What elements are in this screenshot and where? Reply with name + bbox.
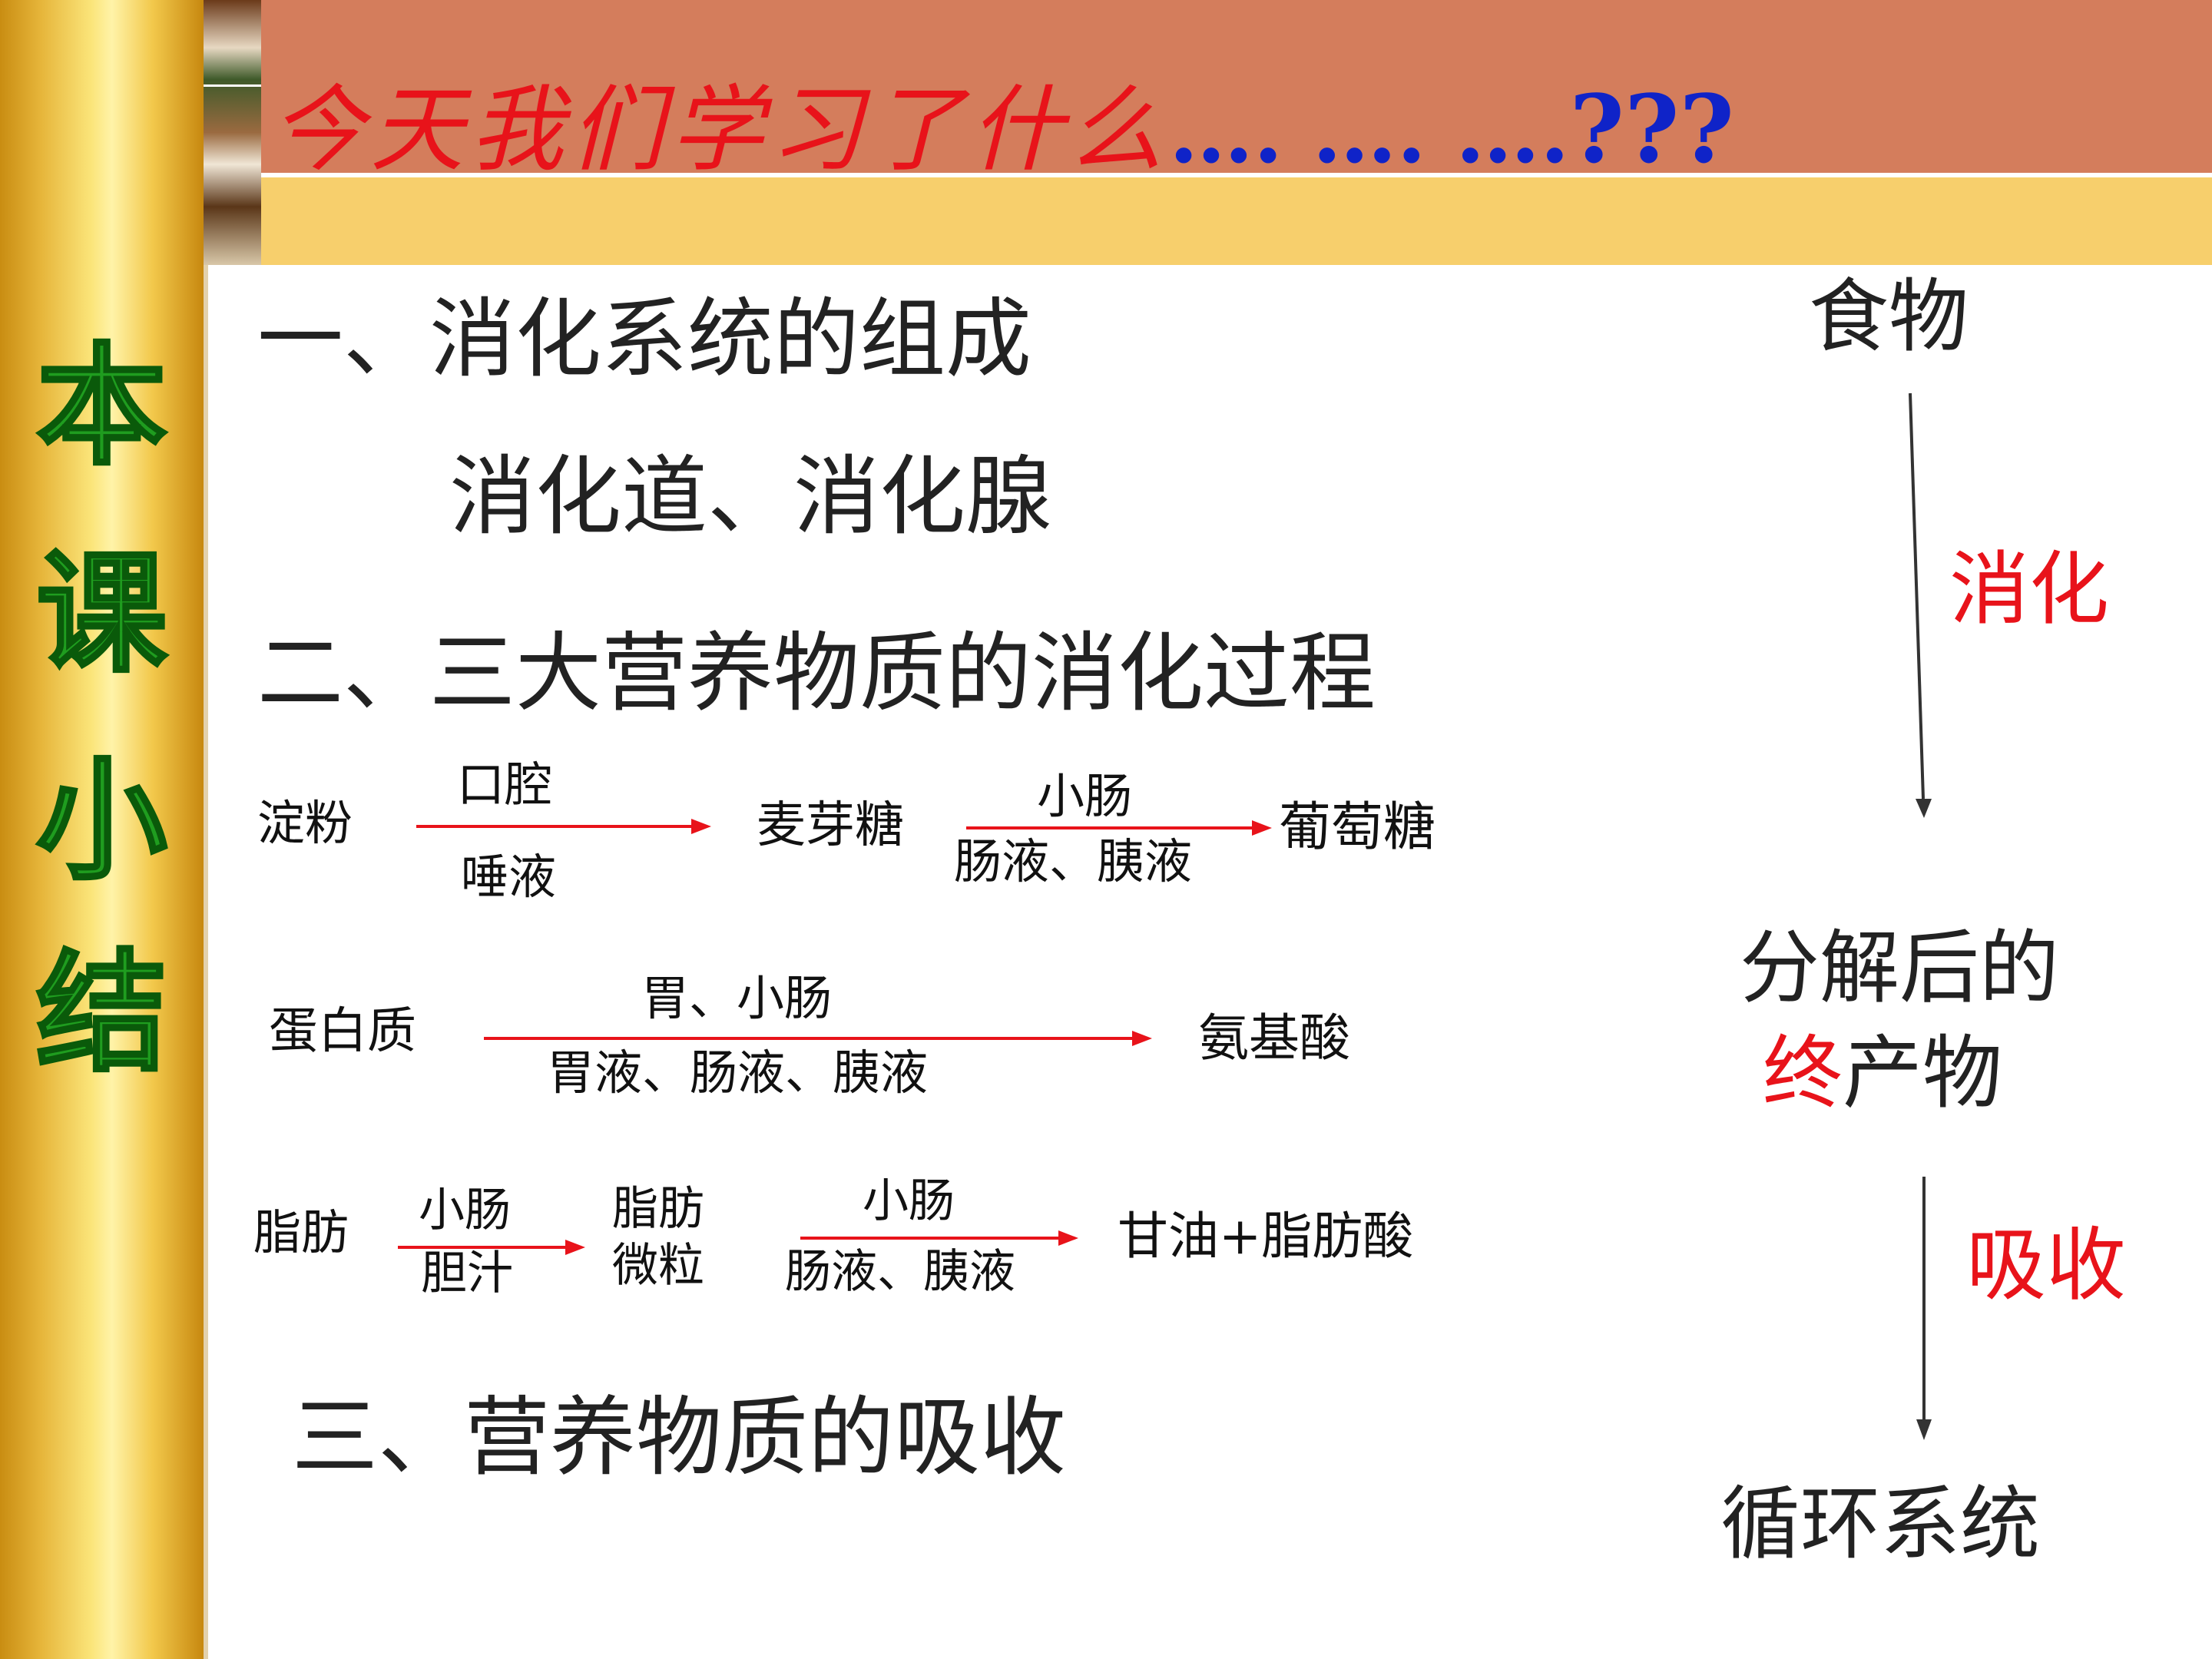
starch-step2-site: 小肠 <box>1037 768 1133 824</box>
protein-label: 蛋白质 <box>269 1003 416 1060</box>
protein-arrow-head <box>1132 1031 1152 1046</box>
flow-final-char: 终 <box>1763 1026 1843 1120</box>
flow-final-products: 终产物 <box>1763 1025 2002 1121</box>
protein-step-site: 胃、小肠 <box>641 970 833 1026</box>
section-3-title: 三、营养物质的吸收 <box>292 1388 1066 1488</box>
page-title: 今天我们学习了什么…. …. ….??? <box>270 68 1734 190</box>
page-title-dots: …. …. …. <box>1169 83 1570 182</box>
fat-mid-top: 脂肪 <box>612 1182 704 1236</box>
flow-arrow-2 <box>1916 1177 1932 1440</box>
fat-label: 脂肪 <box>253 1204 349 1260</box>
sidebar-shadow <box>204 0 208 1659</box>
section-1-title: 一、消化系统的组成 <box>257 290 1031 389</box>
fat-arrow-1-line <box>398 1246 568 1249</box>
flow-decomposed: 分解后的 <box>1740 921 2060 1015</box>
protein-arrow-line <box>484 1037 1135 1040</box>
header-band-top <box>261 0 2212 173</box>
flow-absorption: 吸收 <box>1966 1218 2127 1312</box>
fat-arrow-2-line <box>800 1237 1061 1240</box>
fat-step1-agent: 胆汁 <box>421 1247 513 1300</box>
section-1-content: 消化道、消化腺 <box>449 447 1051 547</box>
header-thin-line <box>204 84 261 87</box>
starch-step1-enzyme: 唾液 <box>461 849 557 905</box>
starch-arrow-2-line <box>966 826 1255 830</box>
page-title-text: 今天我们学习了什么 <box>270 75 1169 184</box>
starch-step2-enzyme: 肠液、胰液 <box>954 833 1193 889</box>
header-photo <box>204 0 261 265</box>
sidebar-char-4: 结 <box>35 938 168 1090</box>
protein-step-enzyme: 胃液、肠液、胰液 <box>547 1045 929 1101</box>
header-divider <box>261 173 2212 177</box>
starch-arrow-1-head <box>691 819 711 834</box>
fat-step2-enzyme: 肠液、胰液 <box>785 1245 1015 1299</box>
fat-arrow-2-head <box>1058 1230 1078 1246</box>
maltose-label: 麦芽糖 <box>757 797 904 854</box>
page-title-marks: ??? <box>1569 74 1734 184</box>
glucose-label: 葡萄糖 <box>1279 797 1436 858</box>
sidebar-bar <box>0 0 204 1659</box>
starch-arrow-2-head <box>1252 820 1272 836</box>
amino-acid-label: 氨基酸 <box>1198 1008 1350 1068</box>
flow-arrow-1 <box>1909 392 1932 818</box>
starch-arrow-1-line <box>416 825 694 828</box>
fat-products-label: 甘油+脂肪酸 <box>1118 1207 1414 1266</box>
section-2-title: 二、三大营养物质的消化过程 <box>257 624 1376 724</box>
sidebar-char-2: 课 <box>35 538 168 690</box>
flow-digestion: 消化 <box>1949 542 2110 636</box>
flow-final-rest: 产物 <box>1843 1026 2003 1120</box>
sidebar-char-3: 小 <box>35 746 168 898</box>
fat-arrow-1-head <box>565 1240 585 1255</box>
fat-step1-site: 小肠 <box>419 1184 511 1237</box>
flow-food: 食物 <box>1809 270 1969 363</box>
sidebar-char-1: 本 <box>35 331 168 483</box>
fat-step2-site: 小肠 <box>863 1174 955 1228</box>
flow-circulation: 循环系统 <box>1720 1477 2041 1571</box>
header-band-bottom <box>261 177 2212 265</box>
starch-label: 淀粉 <box>257 795 353 851</box>
fat-mid-bottom: 微粒 <box>612 1239 704 1293</box>
starch-step1-site: 口腔 <box>457 757 553 813</box>
